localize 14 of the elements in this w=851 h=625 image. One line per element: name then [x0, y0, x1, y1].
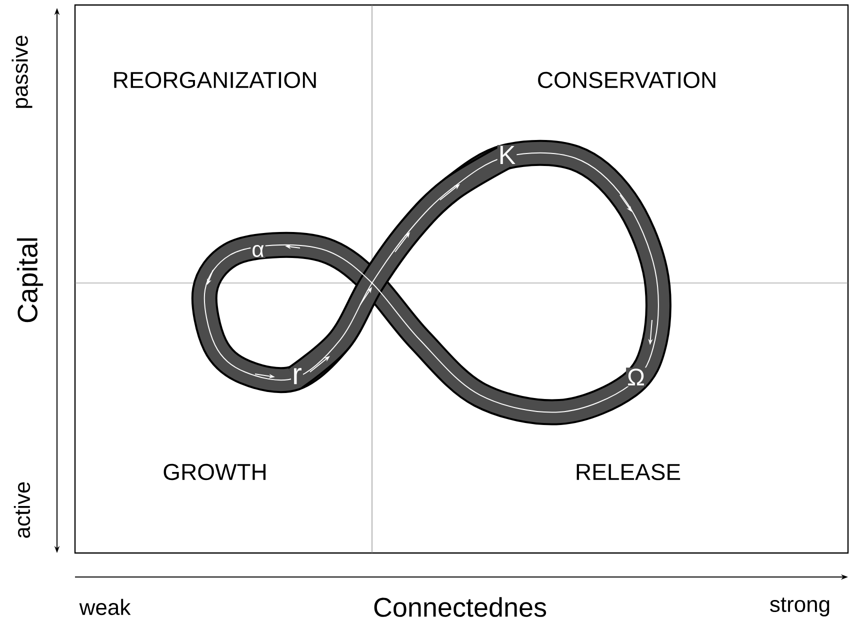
axis-label: passive	[8, 32, 36, 112]
phase-letter: r	[291, 366, 303, 386]
phase-letter: α	[250, 244, 266, 258]
quadrant-label: GROWTH	[164, 464, 266, 480]
axis-label: active	[10, 478, 34, 542]
axis-label: Capital	[14, 233, 46, 327]
phase-letter: Ω	[626, 368, 646, 386]
quadrant-label: RELEASE	[576, 464, 680, 480]
quadrant-label: REORGANIZATION	[114, 72, 316, 88]
axis-label: Connectednes	[374, 597, 546, 617]
phase-letter: K	[497, 145, 517, 165]
axis-label: strong	[770, 598, 830, 616]
axis-label: weak	[79, 598, 131, 616]
quadrant-label: CONSERVATION	[538, 72, 716, 88]
